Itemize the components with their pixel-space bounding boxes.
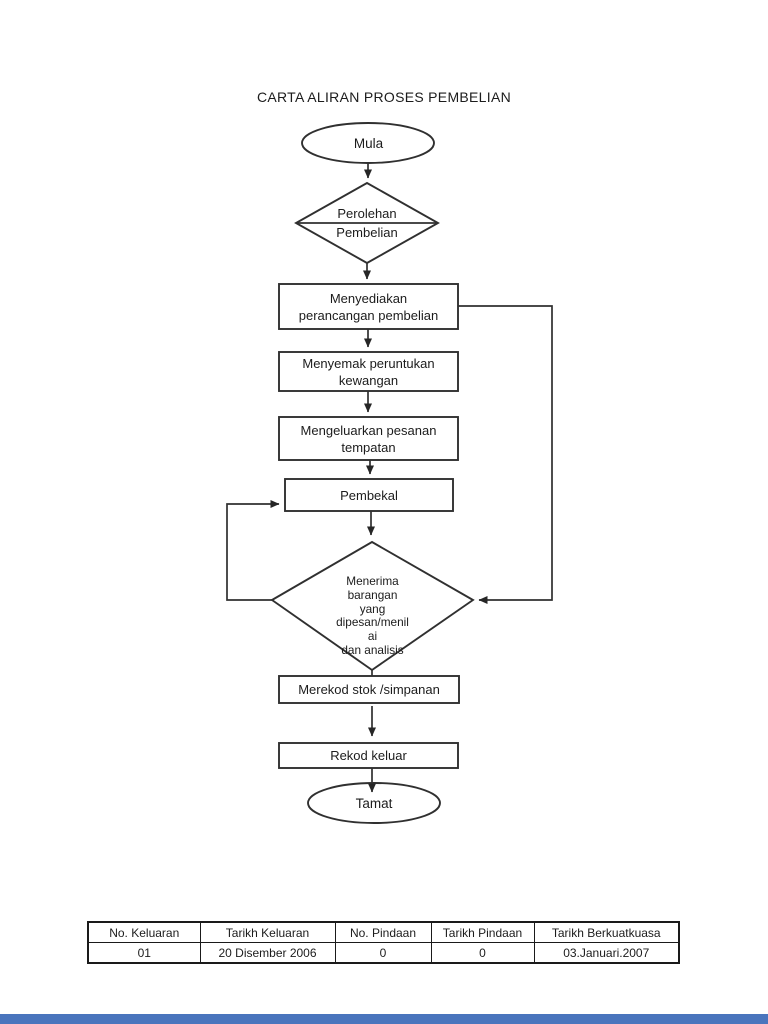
connector-decision2-to-process4: [226, 500, 280, 601]
process5-shape: [278, 675, 460, 704]
revision-table-data-row: 01 20 Disember 2006 0 0 03.Januari.2007: [87, 942, 680, 964]
process6-shape: [278, 742, 459, 769]
page-title: CARTA ALIRAN PROSES PEMBELIAN: [256, 89, 512, 105]
process5-label: Merekod stok /simpanan: [298, 682, 440, 697]
end-label: Tamat: [355, 796, 393, 811]
revision-table-header-cell: Tarikh Berkuatkuasa: [533, 921, 680, 943]
revision-table-cell: 0: [334, 942, 432, 964]
process3-shape: [278, 416, 459, 461]
revision-table-header-cell: Tarikh Pindaan: [430, 921, 535, 943]
process4-shape: [284, 478, 454, 512]
revision-table: No. Keluaran Tarikh Keluaran No. Pindaan…: [87, 921, 680, 964]
connector-process1-to-decision2: [458, 305, 553, 604]
revision-table-header-cell: Tarikh Keluaran: [199, 921, 336, 943]
revision-table-header-row: No. Keluaran Tarikh Keluaran No. Pindaan…: [87, 921, 680, 943]
footer-bar: [0, 1014, 768, 1024]
process3-label: Mengeluarkan pesanan tempatan: [300, 422, 437, 455]
revision-table-cell: 0: [430, 942, 535, 964]
revision-table-header-cell: No. Keluaran: [87, 921, 201, 943]
process1-label: Menyediakan perancangan pembelian: [298, 290, 439, 323]
revision-table-cell: 03.Januari.2007: [533, 942, 680, 964]
revision-table-cell: 01: [87, 942, 201, 964]
process6-label: Rekod keluar: [330, 748, 407, 763]
process4-label: Pembekal: [340, 487, 398, 503]
decision1-label: Perolehan Pembelian: [336, 206, 398, 240]
process2-label: Menyemak peruntukan kewangan: [302, 355, 435, 388]
end-terminator-shape: [307, 782, 441, 824]
start-label: Mula: [353, 135, 384, 151]
revision-table-header-cell: No. Pindaan: [334, 921, 432, 943]
decision2-label: Menerima barangan yang dipesan/menil ai …: [336, 574, 409, 657]
revision-table-cell: 20 Disember 2006: [199, 942, 336, 964]
